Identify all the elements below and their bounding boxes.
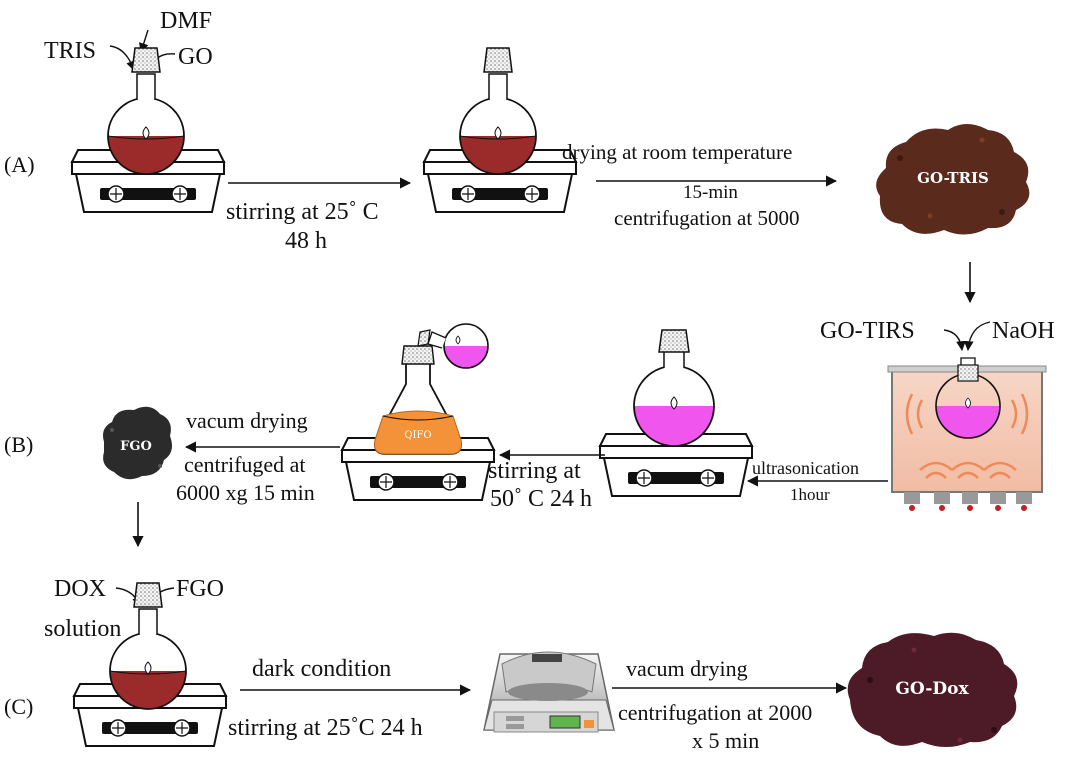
step-a1-line1: stirring at 25˚ C [226, 199, 379, 225]
step-dry-line1: vacum drying [186, 408, 308, 433]
fgo-powder-icon [103, 406, 172, 480]
step-c1-line1: dark condition [252, 656, 391, 682]
reagent-naoh: NaOH [992, 318, 1055, 344]
step-c2-line3: x 5 min [692, 728, 759, 753]
go-tris-powder-icon [876, 124, 1030, 235]
go-dox-powder-icon [847, 632, 1018, 747]
step-ultra-line1: ultrasonication [752, 458, 859, 478]
step-a2-line2: 15-min [683, 182, 738, 203]
step-c2-line1: vacum drying [626, 656, 748, 681]
product-go-tris: GO-TRIS [917, 169, 989, 187]
step-a1-line2: 48 h [285, 228, 327, 254]
reagent-dox: DOX [54, 576, 106, 602]
reagent-solution: solution [44, 616, 121, 642]
reagent-arrow-naoh [963, 321, 991, 351]
row-label-a: (A) [4, 152, 35, 177]
reagent-arrow-tris [109, 45, 136, 71]
step-a2-line1: drying at room temperature [562, 140, 792, 164]
product-go-dox: GO-Dox [895, 679, 969, 699]
reagent-arrow-go-tirs [943, 329, 966, 351]
step-ultra-line2: 1hour [790, 485, 830, 504]
erlenmeyer-flask-icon [374, 345, 462, 455]
step-dry-line3: 6000 xg 15 min [176, 480, 315, 505]
reagent-dmf: DMF [160, 8, 212, 34]
step-c2-line2: centrifugation at 2000 [618, 700, 812, 725]
reagent-go-tirs: GO-TIRS [820, 318, 915, 344]
round-flask-red-icon [107, 47, 185, 175]
step-stir-line2: 50˚ C 24 h [490, 486, 592, 512]
product-fgo: FGO [120, 439, 152, 454]
moisture-analyzer-icon [483, 651, 615, 733]
step-stir-line1: stirring at [488, 458, 581, 484]
row-label-b: (B) [4, 432, 33, 457]
step-c1-line2: stirring at 25˚C 24 h [228, 715, 423, 741]
dropping-flask-pink-icon [417, 323, 489, 369]
reagent-fgo: FGO [176, 576, 224, 602]
row-label-c: (C) [4, 694, 33, 719]
ultrasonic-bath-icon [887, 357, 1047, 511]
step-dry-line2: centrifuged at [184, 452, 306, 477]
round-flask-red-icon [109, 582, 187, 710]
reagent-tris: TRIS [44, 38, 96, 64]
round-flask-pink-icon [633, 329, 715, 447]
reagent-go: GO [178, 44, 213, 70]
step-a2-line3: centrifugation at 5000 [614, 206, 799, 230]
flask-label: QIFO [404, 430, 431, 441]
round-flask-red-icon [459, 47, 537, 175]
